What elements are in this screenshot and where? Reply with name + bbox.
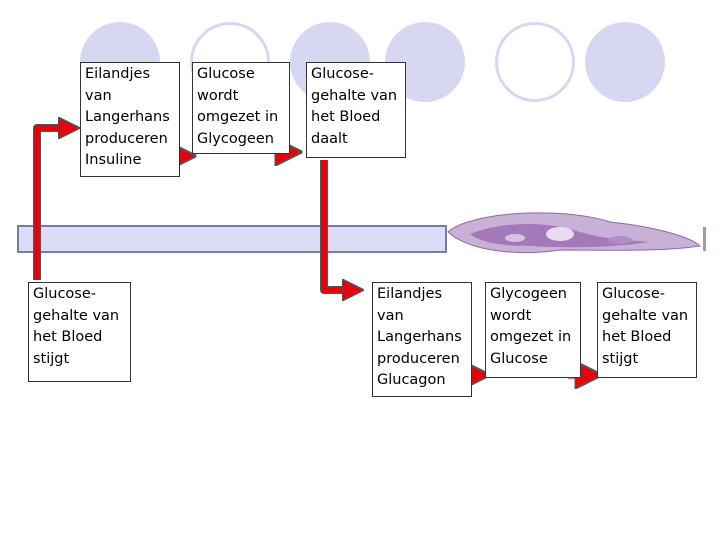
box-gehalte-stijgt-right: Glucose-gehalte van het Bloed stijgt: [597, 282, 697, 378]
box-glycogeen-glucose: Glycogeen wordt omgezet in Glucose: [485, 282, 581, 378]
box-text: Glucose-gehalte van het Bloed daalt: [311, 66, 398, 147]
arrow-daalt-to-glucagon: [320, 160, 356, 294]
title-band: [17, 225, 447, 253]
box-gehalte-stijgt-left: Glucose-gehalte van het Bloed stijgt: [28, 282, 131, 382]
box-text: Glucose wordt omgezet in Glycogeen: [197, 66, 279, 147]
arrow-stijgt-to-insuline: [33, 124, 72, 280]
box-text: Eilandjes van Langerhans produceren Insu…: [85, 66, 170, 168]
band-end-mark: [703, 227, 706, 251]
box-text: Glycogeen wordt omgezet in Glucose: [490, 286, 572, 367]
box-eilandjes-insuline: Eilandjes van Langerhans produceren Insu…: [80, 62, 180, 177]
box-eilandjes-glucagon: Eilandjes van Langerhans produceren Gluc…: [372, 282, 472, 397]
decor-circle-5: [495, 22, 575, 102]
box-glucose-glycogeen: Glucose wordt omgezet in Glycogeen: [192, 62, 290, 154]
box-text: Glucose-gehalte van het Bloed stijgt: [33, 286, 120, 367]
box-gehalte-daalt: Glucose-gehalte van het Bloed daalt: [306, 62, 406, 158]
box-text: Eilandjes van Langerhans produceren Gluc…: [377, 286, 462, 388]
decor-circle-6: [585, 22, 665, 102]
box-text: Glucose-gehalte van het Bloed stijgt: [602, 286, 689, 367]
